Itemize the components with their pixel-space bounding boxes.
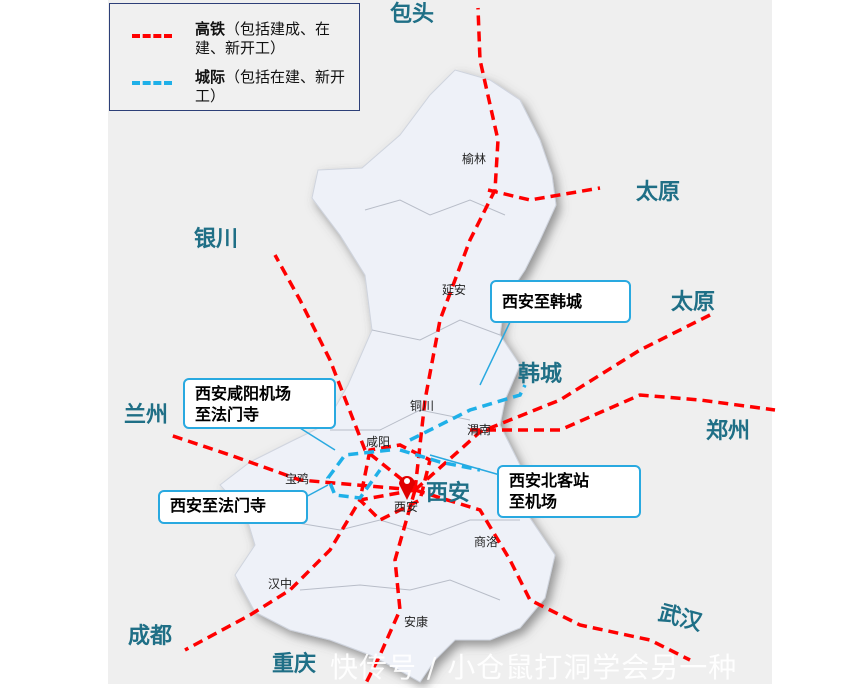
high-speed-rail-legend-line (132, 34, 172, 38)
watermark: 快传号 / 小仓鼠打洞学会另一种 (330, 651, 738, 684)
city-zhengzhou: 郑州 (706, 419, 751, 444)
callout-xian-hancheng: 西安至韩城 (490, 280, 631, 323)
legend-label: 城际 (195, 68, 226, 86)
city-taiyuan-2: 太原 (671, 290, 716, 315)
intercity-rail-legend-text: 城际（包括在建、新开工） (195, 68, 360, 106)
legend-desc: （包括建成、在建、新开工） (195, 20, 331, 57)
city-chongqing: 重庆 (272, 652, 317, 677)
town-weinan: 渭南 (467, 423, 492, 437)
callout-text-line-2: 至法门寺 (195, 405, 260, 424)
city-taiyuan: 太原 (636, 180, 681, 205)
high-speed-rail-legend-text: 高铁（包括建成、在建、新开工） (195, 20, 360, 58)
callout-text-line-1: 西安北客站 (509, 471, 590, 490)
legend-label: 高铁 (195, 20, 226, 38)
callout-north-station-airport: 西安北客站至机场 (497, 465, 641, 518)
town-tongchuan: 铜川 (410, 399, 435, 413)
town-yulin: 榆林 (462, 152, 487, 166)
city-yinchuan: 银川 (194, 227, 239, 252)
callout-text-line-1: 西安咸阳机场 (195, 384, 292, 403)
high-speed-rail-lines (169, 7, 776, 686)
shaanxi-province-shape (219, 69, 557, 683)
town-baoji: 宝鸡 (285, 472, 310, 486)
callout-text: 西安至韩城 (502, 292, 583, 311)
town-ankang: 安康 (404, 615, 429, 629)
callout-text-line-2: 至机场 (509, 492, 558, 511)
legend-desc: （包括在建、新开工） (195, 68, 346, 105)
legend: 高铁（包括建成、在建、新开工） 城际（包括在建、新开工） (109, 3, 360, 111)
intercity-rail-lines (326, 384, 527, 500)
town-xian: 西安 (394, 500, 419, 514)
town-yanan: 延安 (442, 283, 467, 297)
city-hancheng: 韩城 (518, 362, 563, 387)
town-hanzhong: 汉中 (268, 577, 293, 591)
town-xianyang: 咸阳 (366, 435, 391, 449)
city-baotou: 包头 (390, 2, 435, 27)
city-chengdu: 成都 (128, 624, 173, 649)
city-xian: 西安 (426, 481, 471, 506)
town-shangluo: 商洛 (474, 535, 499, 549)
map-pin-icon (399, 476, 415, 500)
callout-text: 西安至法门寺 (170, 496, 267, 515)
city-lanzhou: 兰州 (124, 403, 169, 428)
callout-xian-famen: 西安至法门寺 (158, 490, 308, 524)
callout-airport-famen: 西安咸阳机场至法门寺 (183, 378, 336, 429)
intercity-rail-legend-line (132, 81, 172, 85)
